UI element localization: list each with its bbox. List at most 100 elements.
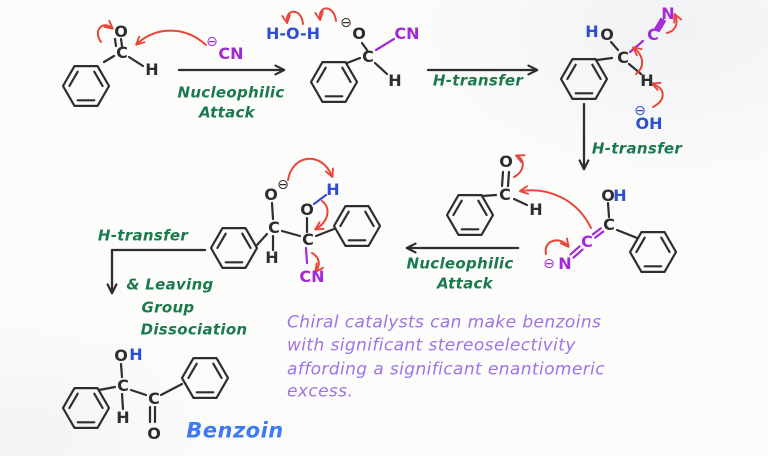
bond: [102, 54, 116, 64]
negative-charge: ⊖: [206, 34, 218, 50]
atom-n: N: [558, 254, 572, 273]
atom-c: C: [117, 376, 129, 395]
atom-o: O: [114, 346, 128, 365]
electron-arrow: [632, 46, 644, 75]
atom-c: C: [116, 43, 128, 62]
phenyl-ring: [61, 64, 111, 108]
bond: [615, 228, 639, 240]
atom-h: H: [640, 71, 654, 90]
atom-c: C: [302, 230, 314, 249]
step-label-leaving-3: Dissociation: [140, 320, 248, 339]
bond: [360, 41, 369, 52]
phenyl-ring: [61, 387, 111, 429]
bond: [506, 170, 511, 188]
bond: [159, 382, 184, 397]
bond: [119, 37, 124, 48]
step-label-attack: Attack: [437, 274, 493, 293]
electron-arrow: [281, 10, 304, 25]
bond: [304, 246, 309, 265]
atom-c: C: [647, 25, 659, 44]
atom-c: C: [362, 47, 374, 66]
electron-arrow: [544, 237, 570, 255]
atom-o: O: [300, 200, 314, 219]
note-line-4: excess.: [287, 381, 354, 402]
step-label-leaving-2: Group: [141, 298, 195, 317]
phenyl-ring: [309, 60, 359, 104]
bond: [627, 62, 643, 76]
atom-o: O: [264, 185, 278, 204]
atom-h: H: [529, 200, 543, 219]
atom-o: O: [352, 24, 366, 43]
atom-c: C: [617, 48, 629, 67]
bond: [572, 248, 584, 259]
hydroxide-label: OH: [635, 114, 663, 133]
phenyl-ring: [445, 194, 495, 236]
electron-arrow: [311, 252, 324, 273]
atom-h: H: [326, 180, 340, 199]
cyanide-label: CN: [299, 267, 325, 286]
reaction-arrow-5: [106, 248, 207, 295]
electron-arrow: [513, 154, 526, 178]
phenyl-ring: [209, 227, 259, 269]
atom-n: N: [661, 4, 675, 23]
atom-c: C: [268, 218, 280, 237]
step-label-leaving-1: & Leaving: [126, 275, 214, 294]
electron-arrow: [666, 13, 683, 34]
step-label-h-transfer: H-transfer: [97, 226, 189, 245]
electron-arrow: [518, 185, 592, 229]
negative-charge: ⊖: [277, 177, 289, 193]
negative-charge: ⊖: [543, 256, 555, 272]
bond: [129, 388, 148, 397]
negative-charge: ⊖: [340, 15, 352, 31]
step-label-h-transfer: H-transfer: [591, 139, 683, 158]
step-label-nucleophilic: Nucleophilic: [406, 254, 514, 273]
atom-o: O: [114, 22, 128, 41]
electron-arrow: [287, 157, 334, 181]
bond: [119, 362, 124, 379]
note-line-3: affording a significant enantiomeric: [287, 359, 605, 380]
bond: [595, 56, 614, 62]
water-label: H-O-H: [266, 24, 320, 43]
bond: [500, 170, 505, 188]
electron-arrow: [135, 29, 207, 46]
atom-o: O: [499, 152, 513, 171]
cyanide-label: CN: [394, 24, 420, 43]
electron-arrows: [96, 7, 683, 273]
bond: [127, 55, 145, 68]
cyanide-label: CN: [218, 44, 244, 63]
bond: [512, 197, 529, 207]
negative-charge: ⊖: [634, 103, 646, 119]
phenyl-ring: [180, 357, 230, 399]
atom-c: C: [603, 215, 615, 234]
atom-h: H: [265, 248, 279, 267]
bond: [345, 56, 362, 65]
bond: [270, 201, 275, 221]
reaction-arrows: [106, 64, 590, 295]
atom-c: C: [499, 185, 511, 204]
bond: [113, 37, 118, 48]
bond: [609, 40, 620, 52]
bond: [374, 37, 396, 52]
step-label-nucleophilic: Nucleophilic: [177, 83, 285, 102]
step-label-h-transfer: H-transfer: [432, 71, 524, 90]
bond: [314, 227, 336, 238]
atom-c: C: [148, 389, 160, 408]
bond: [569, 245, 581, 256]
bond: [606, 201, 611, 219]
electron-arrow: [314, 200, 329, 231]
note-line-1: Chiral catalysts can make benzoins: [287, 312, 602, 333]
bond: [480, 193, 498, 198]
bond: [255, 232, 269, 247]
atom-h: H: [585, 22, 599, 41]
bond: [653, 17, 663, 30]
atom-o: O: [600, 25, 614, 44]
note-line-2: with significant stereoselectivity: [287, 335, 576, 356]
product-name: Benzoin: [186, 418, 284, 443]
atom-h: H: [129, 345, 143, 364]
bond: [97, 385, 117, 392]
bond: [280, 229, 302, 238]
phenyl-ring: [559, 57, 609, 101]
atom-o: O: [601, 186, 615, 205]
step-label-attack: Attack: [199, 103, 255, 122]
